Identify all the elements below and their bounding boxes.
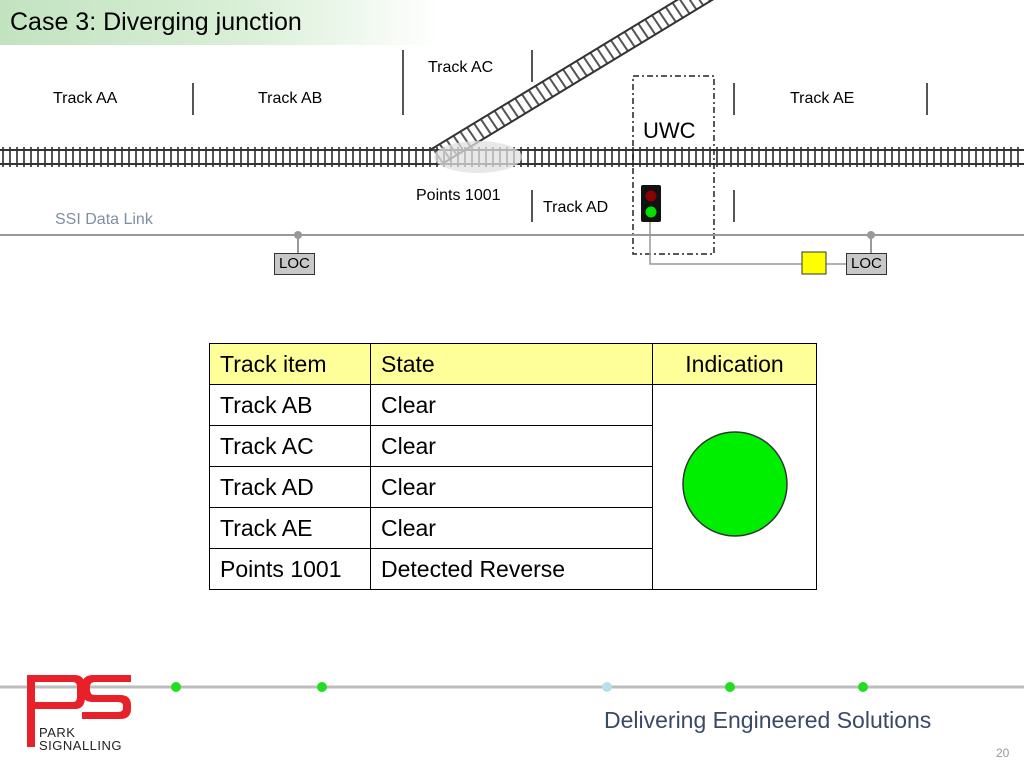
uwc-boundary bbox=[632, 75, 715, 255]
signal-cable bbox=[649, 222, 802, 265]
row-item: Track AC bbox=[209, 425, 371, 467]
row-item: Track AD bbox=[209, 466, 371, 508]
section-dividers bbox=[192, 50, 928, 222]
park-signalling-logo bbox=[27, 675, 131, 747]
points-highlight bbox=[434, 141, 522, 173]
track-label-ac: Track AC bbox=[428, 59, 494, 76]
footer-rule bbox=[0, 682, 1024, 692]
footer-tagline: Delivering Engineered Solutions bbox=[604, 707, 932, 733]
ssi-data-link-label: SSI Data Link bbox=[55, 211, 153, 228]
row-state: Detected Reverse bbox=[370, 548, 653, 590]
signal-aspect-red bbox=[645, 190, 657, 202]
table-header-row: Track item State Indication bbox=[209, 343, 817, 385]
table-row: Track AD Clear bbox=[209, 466, 817, 508]
table-row: Track AE Clear bbox=[209, 507, 817, 549]
row-item: Points 1001 bbox=[209, 548, 371, 590]
page-number: 20 bbox=[996, 746, 1010, 760]
slide-title: Case 3: Diverging junction bbox=[10, 8, 302, 36]
track-label-ad: Track AD bbox=[543, 199, 609, 216]
row-item: Track AE bbox=[209, 507, 371, 549]
loc-box-left: LOC bbox=[274, 253, 315, 275]
track-label-aa: Track AA bbox=[53, 90, 118, 107]
track-label-ab: Track AB bbox=[258, 90, 323, 107]
header-state: State bbox=[370, 343, 653, 385]
header-track-item: Track item bbox=[209, 343, 371, 385]
signal-aspect-green bbox=[645, 206, 657, 218]
loc-box-right: LOC bbox=[846, 253, 887, 275]
row-state: Clear bbox=[370, 507, 653, 549]
points-label: Points 1001 bbox=[416, 187, 501, 204]
row-state: Clear bbox=[370, 384, 653, 426]
indication-green-light bbox=[681, 431, 788, 537]
table-row: Track AB Clear bbox=[209, 384, 817, 590]
status-table: Track item State Indication Track AB Cle… bbox=[209, 343, 817, 590]
table-row: Points 1001 Detected Reverse bbox=[209, 548, 817, 590]
uwc-label: UWC bbox=[643, 118, 696, 143]
header-indication: Indication bbox=[652, 343, 817, 385]
logo-line-park: PARK bbox=[39, 725, 76, 740]
diverging-line bbox=[429, 0, 715, 165]
row-state: Clear bbox=[370, 425, 653, 467]
logo-line-signalling: SIGNALLING bbox=[39, 738, 123, 753]
row-item: Track AB bbox=[209, 384, 371, 426]
row-state: Clear bbox=[370, 466, 653, 508]
track-diagram bbox=[0, 0, 1024, 275]
signal-head bbox=[641, 185, 661, 222]
signal-module bbox=[801, 251, 827, 275]
title-bar bbox=[0, 0, 440, 45]
track-label-ae: Track AE bbox=[790, 90, 855, 107]
logo-wordmark: PARK SIGNALLING bbox=[39, 726, 122, 752]
indication-cell bbox=[652, 384, 817, 590]
